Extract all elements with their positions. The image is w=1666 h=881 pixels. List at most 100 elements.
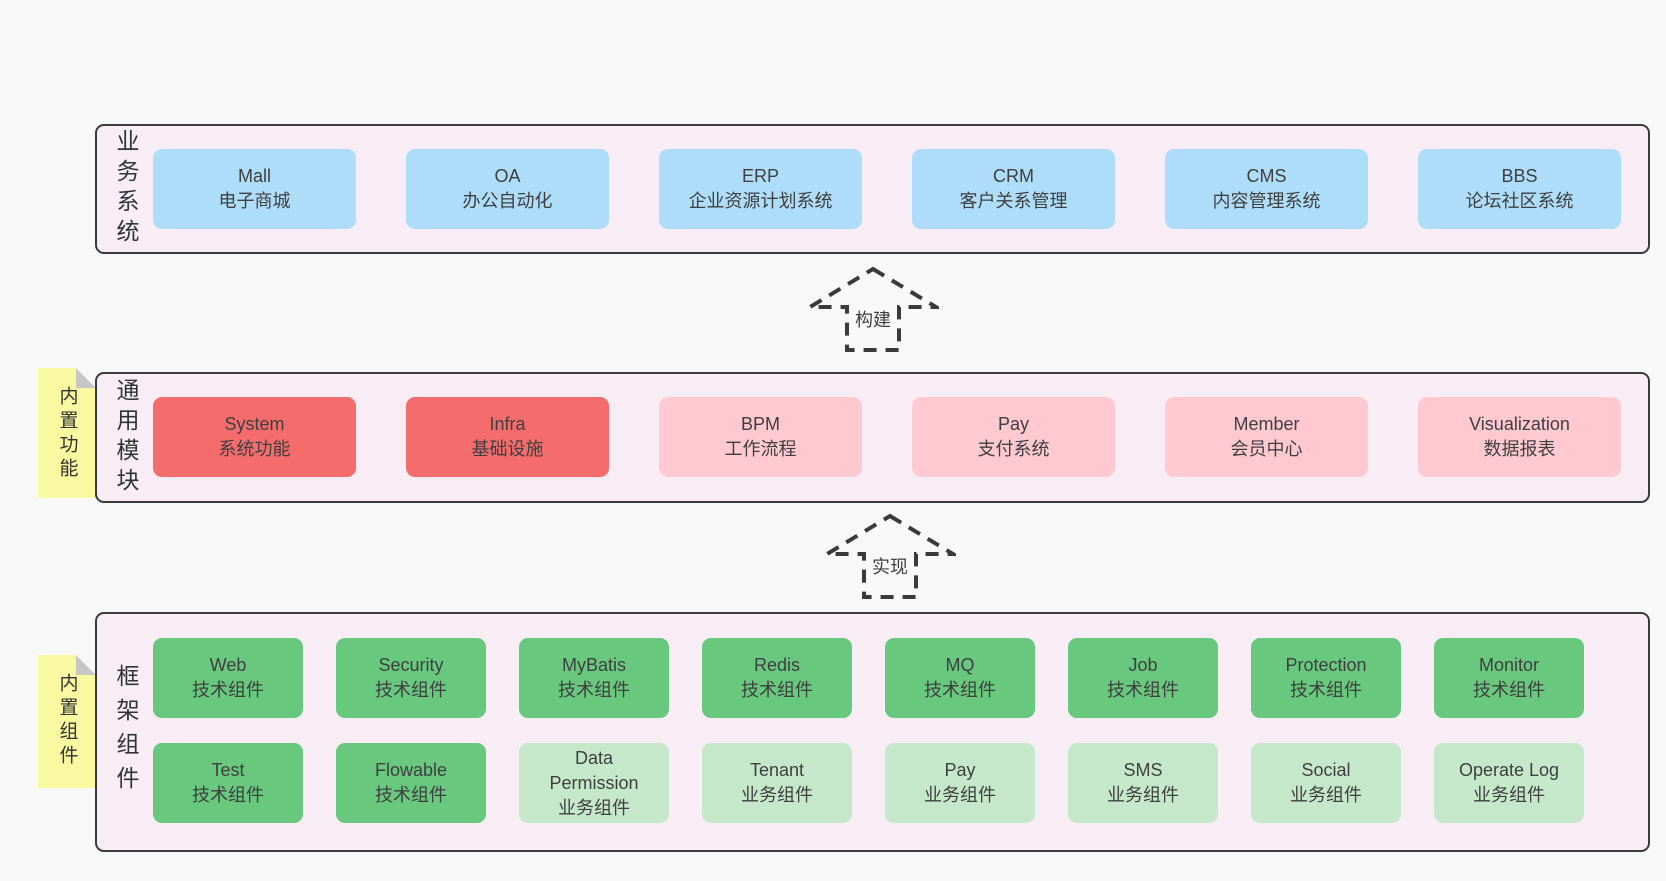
box-title: Test	[211, 760, 245, 780]
box-subtitle: 会员中心	[1230, 439, 1303, 459]
panel-common-modules: 通用模块 System 系统功能 Infra 基础设施 BPM 工作流程 Pay…	[95, 372, 1650, 503]
arrow-label: 实现	[869, 553, 911, 579]
box-oa: OA 办公自动化	[406, 149, 609, 229]
box-title: Redis	[753, 655, 801, 675]
framework-box-row-1: Web 技术组件 Security 技术组件 MyBatis 技术组件 Redi…	[153, 638, 1584, 718]
box-subtitle: 基础设施	[471, 439, 544, 459]
sticky-tag-label: 内置功能	[56, 386, 78, 482]
modules-box-row: System 系统功能 Infra 基础设施 BPM 工作流程 Pay 支付系统…	[153, 397, 1621, 477]
box-bpm: BPM 工作流程	[659, 397, 862, 477]
box-subtitle: 客户关系管理	[959, 191, 1068, 211]
box-subtitle: 技术组件	[558, 680, 630, 700]
box-crm: CRM 客户关系管理	[912, 149, 1115, 229]
box-title: Monitor	[1478, 655, 1540, 675]
box-title: BBS	[1501, 166, 1538, 186]
box-tenant: Tenant 业务组件	[702, 743, 852, 823]
box-subtitle: 业务组件	[741, 785, 813, 805]
box-mall: Mall 电子商城	[153, 149, 356, 229]
box-subtitle: 技术组件	[192, 680, 264, 700]
dashed-up-arrow-icon	[807, 266, 939, 352]
box-title: Job	[1128, 655, 1158, 675]
box-monitor: Monitor 技术组件	[1434, 638, 1584, 718]
box-title: Security	[378, 655, 444, 675]
box-subtitle: 数据报表	[1483, 439, 1556, 459]
box-mybatis: MyBatis 技术组件	[519, 638, 669, 718]
box-subtitle: 业务组件	[1290, 785, 1362, 805]
box-cms: CMS 内容管理系统	[1165, 149, 1368, 229]
box-subtitle: 内容管理系统	[1212, 191, 1321, 211]
box-title: Mall	[237, 166, 271, 186]
box-subtitle: 技术组件	[192, 785, 264, 805]
box-flowable: Flowable 技术组件	[336, 743, 486, 823]
box-subtitle: 工作流程	[724, 439, 797, 459]
sticky-tag-builtin-features: 内置功能	[38, 368, 96, 498]
arrow-implement-up: 实现	[824, 513, 956, 601]
arrow-label: 构建	[852, 306, 894, 332]
box-system: System 系统功能	[153, 397, 356, 477]
box-subtitle: 业务组件	[924, 785, 996, 805]
box-subtitle: 技术组件	[375, 785, 447, 805]
arrow-build-up: 构建	[807, 266, 939, 354]
box-visualization: Visualization 数据报表	[1418, 397, 1621, 477]
box-sms: SMS 业务组件	[1068, 743, 1218, 823]
box-title: System	[224, 414, 285, 434]
box-protection: Protection 技术组件	[1251, 638, 1401, 718]
box-title: OA	[494, 166, 521, 186]
box-title: Tenant	[749, 760, 805, 780]
box-subtitle: 技术组件	[375, 680, 447, 700]
box-web: Web 技术组件	[153, 638, 303, 718]
framework-box-row-2: Test 技术组件 Flowable 技术组件 Data Permission …	[153, 743, 1584, 823]
box-pay-component: Pay 业务组件	[885, 743, 1035, 823]
box-title: Data Permission	[549, 747, 639, 793]
box-title: CMS	[1246, 166, 1287, 186]
box-redis: Redis 技术组件	[702, 638, 852, 718]
box-subtitle: 技术组件	[1107, 680, 1179, 700]
box-erp: ERP 企业资源计划系统	[659, 149, 862, 229]
box-title: Infra	[489, 414, 526, 434]
box-title: MQ	[945, 655, 975, 675]
box-subtitle: 技术组件	[924, 680, 996, 700]
box-security: Security 技术组件	[336, 638, 486, 718]
box-title: Flowable	[374, 760, 448, 780]
box-title: BPM	[740, 414, 780, 434]
box-subtitle: 业务组件	[1473, 785, 1545, 805]
box-subtitle: 业务组件	[558, 797, 630, 818]
panel-label: 框架组件	[113, 664, 139, 800]
box-title: Pay	[997, 414, 1030, 434]
panel-label: 通用模块	[113, 377, 139, 498]
box-title: Visualization	[1469, 414, 1570, 434]
box-data-permission: Data Permission 业务组件	[519, 743, 669, 823]
sticky-tag-label: 内置组件	[56, 673, 78, 769]
box-title: Member	[1233, 414, 1300, 434]
box-operate-log: Operate Log 业务组件	[1434, 743, 1584, 823]
box-member: Member 会员中心	[1165, 397, 1368, 477]
box-subtitle: 企业资源计划系统	[688, 191, 833, 211]
panel-label: 业务系统	[113, 129, 139, 249]
box-title: Operate Log	[1458, 760, 1560, 780]
box-subtitle: 技术组件	[1290, 680, 1362, 700]
box-subtitle: 电子商城	[218, 191, 291, 211]
box-subtitle: 论坛社区系统	[1465, 191, 1574, 211]
box-title: Protection	[1285, 655, 1367, 675]
box-bbs: BBS 论坛社区系统	[1418, 149, 1621, 229]
box-title: CRM	[993, 166, 1034, 186]
box-social: Social 业务组件	[1251, 743, 1401, 823]
box-subtitle: 办公自动化	[462, 191, 553, 211]
box-subtitle: 系统功能	[218, 439, 291, 459]
box-subtitle: 支付系统	[977, 439, 1050, 459]
panel-framework-components: 框架组件 Web 技术组件 Security 技术组件 MyBatis 技术组件…	[95, 612, 1650, 852]
box-pay-system: Pay 支付系统	[912, 397, 1115, 477]
box-subtitle: 业务组件	[1107, 785, 1179, 805]
box-title: SMS	[1123, 760, 1163, 780]
box-title: ERP	[741, 166, 779, 186]
box-infra: Infra 基础设施	[406, 397, 609, 477]
box-title: Social	[1301, 760, 1351, 780]
box-test: Test 技术组件	[153, 743, 303, 823]
box-title: MyBatis	[561, 655, 626, 675]
box-job: Job 技术组件	[1068, 638, 1218, 718]
dashed-up-arrow-icon	[824, 513, 956, 599]
box-mq: MQ 技术组件	[885, 638, 1035, 718]
business-box-row: Mall 电子商城 OA 办公自动化 ERP 企业资源计划系统 CRM 客户关系…	[153, 149, 1621, 229]
panel-business-systems: 业务系统 Mall 电子商城 OA 办公自动化 ERP 企业资源计划系统 CRM…	[95, 124, 1650, 254]
box-title: Pay	[944, 760, 976, 780]
